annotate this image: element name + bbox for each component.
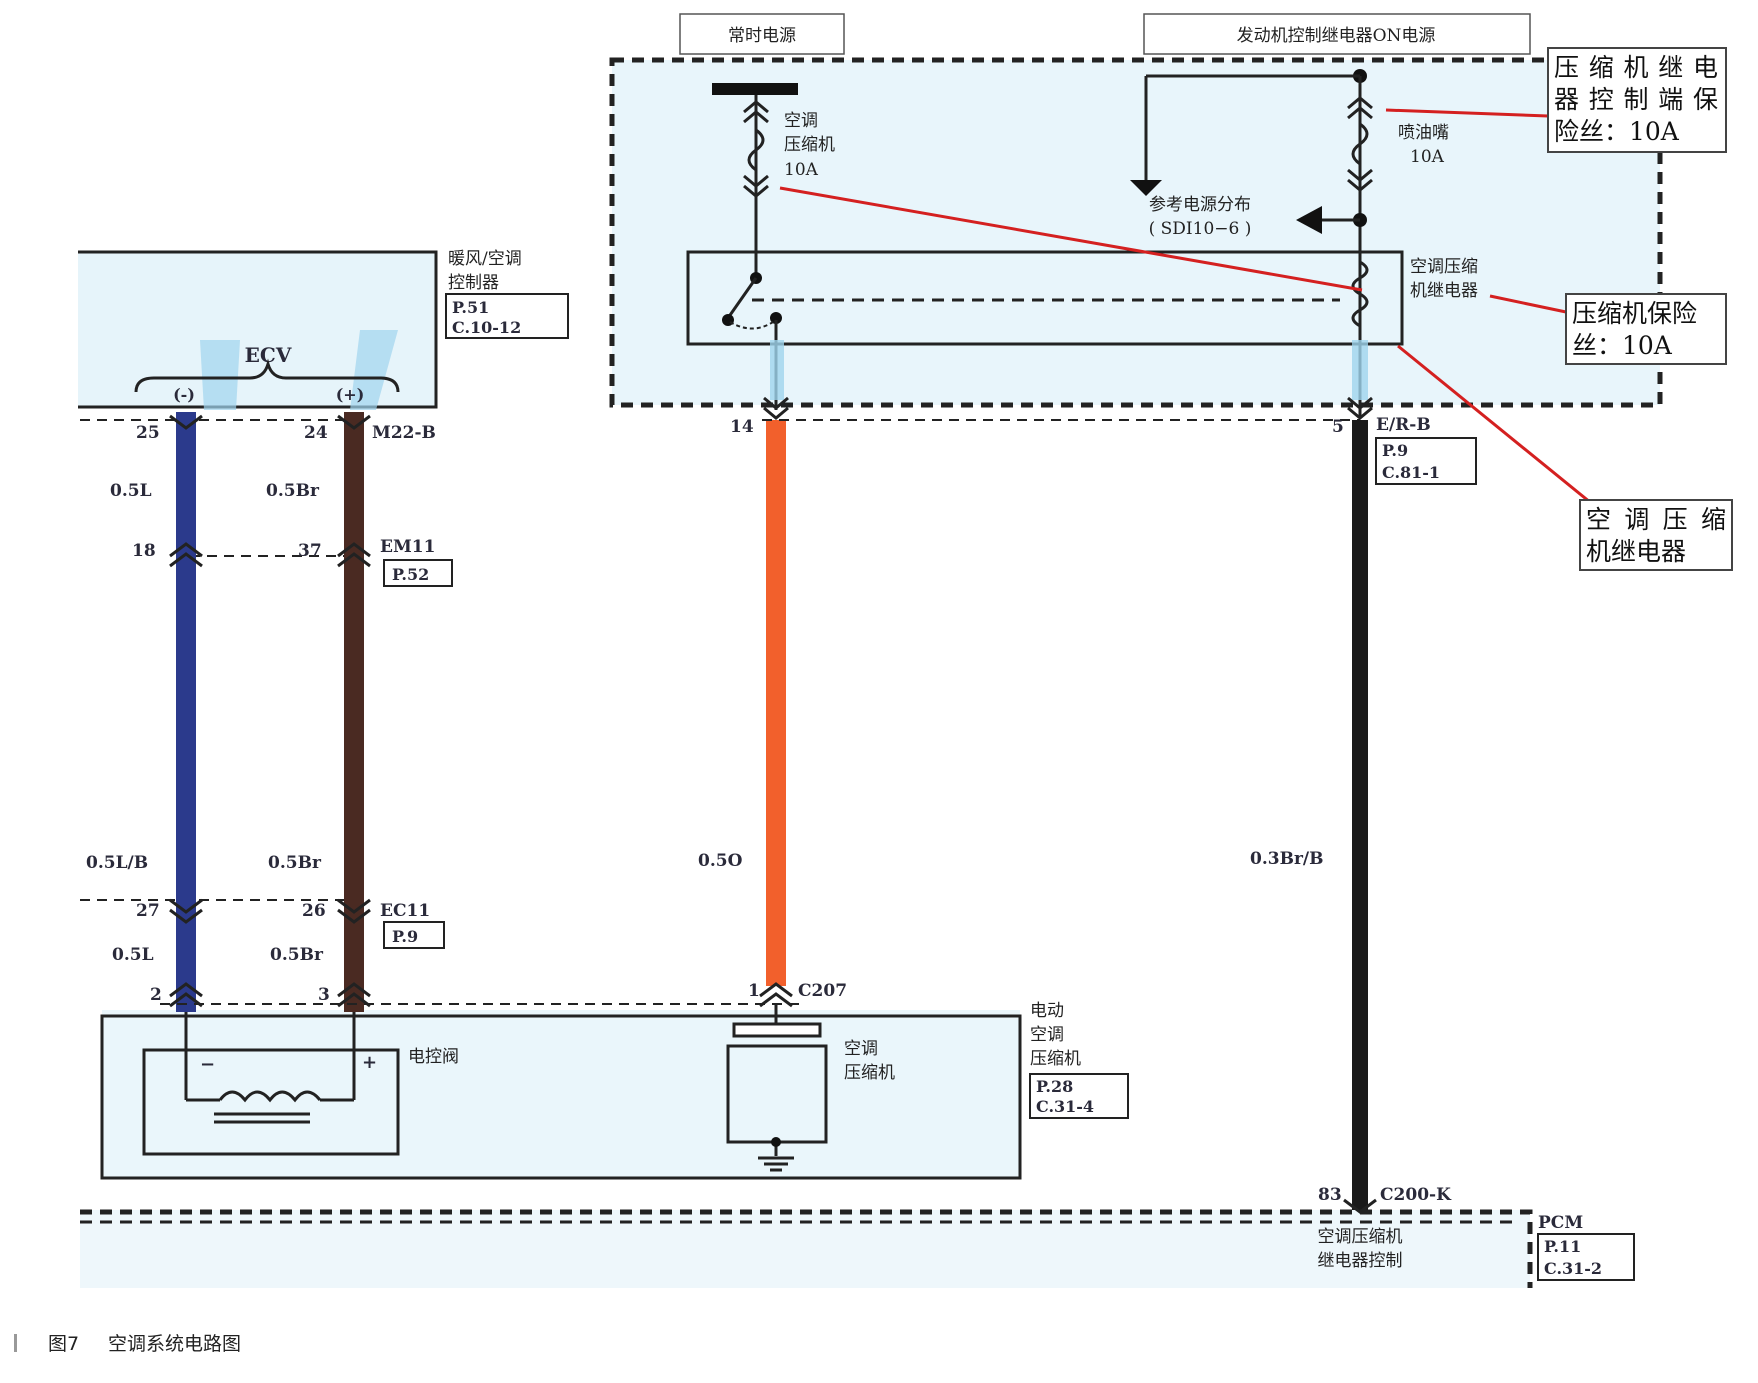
connector-m22b: M22-B <box>372 423 436 443</box>
connector-er-b: E/R-B <box>1376 415 1431 435</box>
module-ref-1: P.28 <box>1036 1077 1073 1096</box>
injector-fuse-icon <box>1351 122 1369 166</box>
constant-power-label: 常时电源 <box>728 26 796 46</box>
wire-label-05Br-mid: 0.5Br <box>268 853 322 873</box>
wire-label-05LB: 0.5L/B <box>86 853 148 873</box>
relay-label-2: 机继电器 <box>1410 281 1478 301</box>
connector-c207: C207 <box>798 981 847 1001</box>
connector-ec11: EC11 <box>380 901 430 921</box>
reference-power-label-2: ( SDI10−6 ) <box>1149 219 1252 239</box>
constant-power-busbar <box>712 83 798 95</box>
relay-label-1: 空调压缩 <box>1410 257 1478 277</box>
compressor-label-2: 压缩机 <box>844 1063 895 1083</box>
valve-coil-icon <box>218 1090 322 1103</box>
reference-power-label-1: 参考电源分布 <box>1149 195 1251 215</box>
figure-caption-number: 图7 <box>48 1333 79 1355</box>
wire-label-05Br-bot: 0.5Br <box>270 945 324 965</box>
power-box-bg <box>612 60 1660 405</box>
pin-24: 24 <box>304 423 328 443</box>
connector-er-b-ref-1: P.9 <box>1382 441 1408 460</box>
figure-caption-text: 空调系统电路图 <box>108 1333 241 1355</box>
injector-fuse-label-1: 喷油嘴 <box>1398 123 1449 143</box>
compressor-label-1: 空调 <box>844 1039 878 1059</box>
ac-comp-fuse-label-3: 10A <box>784 160 819 180</box>
wire-label-05Br-top: 0.5Br <box>266 481 320 501</box>
pcm-ref-2: C.31-2 <box>1544 1259 1602 1278</box>
engine-relay-power-label: 发动机控制继电器ON电源 <box>1237 26 1436 46</box>
ecv-bracket <box>134 358 400 393</box>
annotation-relay-box <box>1579 499 1733 571</box>
annotation-relay-fuse-box <box>1547 47 1727 153</box>
pin-26: 26 <box>302 901 326 921</box>
annotation-relay-fuse-1: 压缩机继电 <box>1554 53 1718 82</box>
injector-fuse-label-2: 10A <box>1410 147 1445 167</box>
compressor-clutch <box>732 1022 822 1038</box>
wire-label-05O: 0.5O <box>698 851 743 871</box>
pin-14: 14 <box>730 417 754 437</box>
connector-c200k: C200-K <box>1380 1185 1452 1205</box>
annotation-comp-fuse-1: 压缩机保险 <box>1572 299 1697 328</box>
pcm-relay-control-2: 继电器控制 <box>1318 1251 1403 1271</box>
pcm-box <box>80 1209 1533 1288</box>
annotation-comp-fuse-2: 丝：10A <box>1572 331 1673 360</box>
pin-1: 1 <box>748 981 760 1001</box>
controller-box <box>78 250 438 409</box>
power-distribution-box <box>609 57 1663 408</box>
ground-arrow-icon <box>1130 180 1162 196</box>
wire-black <box>1352 420 1368 1210</box>
valve-minus: − <box>200 1054 215 1075</box>
wire-label-05L-bot: 0.5L <box>112 945 154 965</box>
pcm-relay-control-1: 空调压缩机 <box>1318 1227 1403 1247</box>
annotation-comp-fuse-box <box>1565 293 1727 365</box>
engine-relay-power-box <box>1143 13 1531 55</box>
pin-5: 5 <box>1332 417 1344 437</box>
pin-3: 3 <box>318 985 330 1005</box>
pin-25: 25 <box>136 423 160 443</box>
connector-em11: EM11 <box>380 537 435 557</box>
ground-icon <box>758 1156 794 1172</box>
ac-compressor-relay-box <box>686 250 1404 346</box>
pcm-label: PCM <box>1538 1213 1583 1233</box>
wire-brown <box>344 412 364 1012</box>
controller-minus-label: (-) <box>173 385 195 404</box>
ac-comp-fuse-label-2: 压缩机 <box>784 135 835 155</box>
module-label-1: 电动 <box>1030 1001 1064 1021</box>
relay-coil-icon <box>1351 260 1369 328</box>
electric-valve-box <box>142 1048 400 1156</box>
valve-plus: + <box>362 1052 377 1073</box>
wire-orange <box>766 420 786 986</box>
constant-power-box <box>679 13 845 55</box>
module-ref-2: C.31-4 <box>1036 1097 1094 1116</box>
controller-label-1: 暖风/空调 <box>448 249 522 269</box>
controller-ref-1: P.51 <box>452 298 489 317</box>
compressor-module-box <box>100 1014 1022 1180</box>
wire-label-03BrB: 0.3Br/B <box>1250 849 1323 869</box>
connector-em11-ref: P.52 <box>392 565 429 584</box>
module-label-3: 压缩机 <box>1030 1049 1081 1069</box>
annotation-relay-fuse-2: 器控制端保 <box>1554 85 1718 114</box>
relay-switch-contact <box>726 277 758 319</box>
pin-37: 37 <box>298 541 322 561</box>
pcm-ref-1: P.11 <box>1544 1237 1581 1256</box>
wire-blue <box>176 412 196 1012</box>
module-label-2: 空调 <box>1030 1025 1064 1045</box>
pin-2: 2 <box>150 985 162 1005</box>
connector-er-b-ref-2: C.81-1 <box>1382 463 1440 482</box>
electric-valve-label: 电控阀 <box>408 1047 459 1067</box>
connector-ec11-ref: P.9 <box>392 927 418 946</box>
pin-27: 27 <box>136 901 160 921</box>
ac-comp-fuse-label-1: 空调 <box>784 111 818 131</box>
module-box-bg <box>102 1010 1020 1178</box>
ac-compressor-fuse-icon <box>747 128 765 172</box>
pin-83: 83 <box>1318 1185 1342 1205</box>
controller-ref-2: C.10-12 <box>452 318 521 337</box>
branch-arrow-icon <box>1296 206 1322 234</box>
controller-plus-label: (+) <box>336 385 365 404</box>
wire-label-05L-top: 0.5L <box>110 481 152 501</box>
pin-18: 18 <box>132 541 156 561</box>
annotation-relay-fuse-3: 险丝：10A <box>1554 117 1680 146</box>
controller-label-2: 控制器 <box>448 273 499 293</box>
annotation-relay-2: 机继电器 <box>1586 537 1686 566</box>
